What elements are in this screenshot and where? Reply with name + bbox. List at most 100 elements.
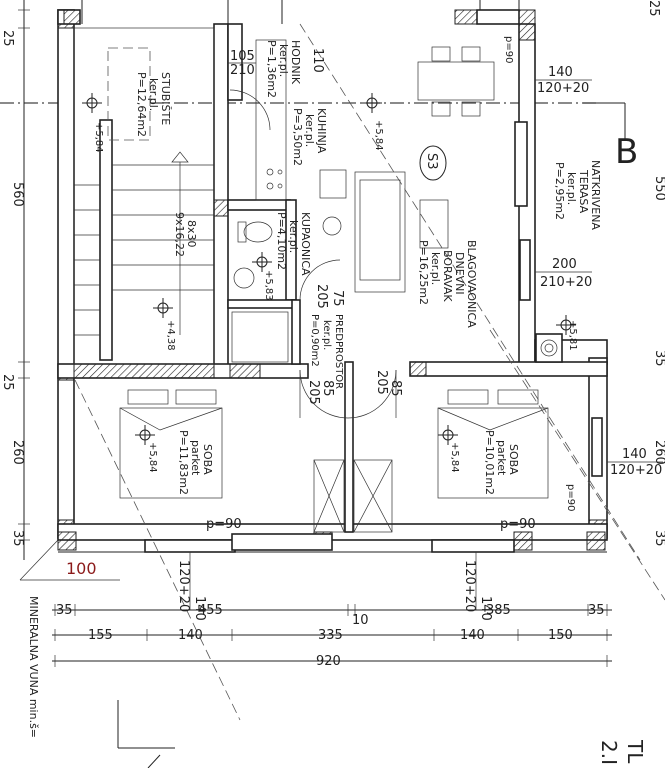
- bed: [437, 389, 549, 499]
- stair-treads: [74, 189, 214, 336]
- stair-spec-line: 8x30: [185, 220, 198, 248]
- left-dim: 560: [10, 182, 25, 207]
- door-width: 85: [320, 380, 335, 397]
- right-dimension-chain: 25 550 35 260 35: [646, 0, 665, 547]
- bottom-dim: 140: [178, 628, 203, 643]
- window-width: 140: [548, 65, 573, 80]
- bed: [119, 389, 223, 499]
- wardrobe: [313, 459, 393, 533]
- room-floor: ker.pl.: [277, 44, 290, 77]
- room-area: P=2,95m2: [553, 162, 566, 220]
- sill-height: p=90: [500, 517, 536, 532]
- title-fragment-1: TL: [623, 739, 647, 764]
- room-area: P=0,90m2: [309, 314, 320, 367]
- level-marker-icon: [556, 315, 576, 335]
- bottom-dimension-chain-2: 155 140 335 140 150: [52, 628, 612, 643]
- room-area: P=16,25m2: [417, 240, 430, 305]
- toilet-icon: [243, 221, 273, 243]
- room-name: KUHINJA: [315, 108, 328, 154]
- level-label: +5,81: [567, 320, 578, 351]
- bottom-dim: 35: [56, 603, 73, 618]
- insulation-note-text: MINERALNA VUNA min.š=: [27, 596, 40, 738]
- right-dim: 550: [652, 176, 665, 201]
- door-width: 85: [388, 380, 403, 397]
- interior-walls: [57, 23, 608, 533]
- room-floor: ker.pl.: [147, 78, 160, 111]
- room-label-terasa: NATKRIVENA TERASA ker.pl. P=2,95m2: [553, 160, 602, 230]
- room-name: NATKRIVENA: [589, 160, 602, 230]
- door-height: 205: [314, 284, 329, 309]
- bottom-dim: 10: [352, 613, 369, 628]
- level-label: +5,84: [449, 442, 460, 473]
- room-name: SOBA: [201, 444, 214, 475]
- bottom-dim: 335: [318, 628, 343, 643]
- dining-table: [417, 46, 495, 117]
- sofa: [354, 171, 449, 293]
- left-dim: 25: [0, 374, 15, 391]
- room-floor: ker.pl.: [429, 252, 442, 285]
- room-name-3: BORAVAK: [441, 250, 454, 302]
- opening-annotations: 105 210 110 p=90 140 120+20 200 210+20 7…: [176, 36, 663, 621]
- level-label: +5,83: [263, 270, 274, 301]
- window-height: 120+20: [462, 560, 477, 612]
- right-dim: 35: [652, 350, 665, 367]
- level-markers: [82, 93, 576, 445]
- bottom-dim: 140: [460, 628, 485, 643]
- room-name: KUPAONICA: [299, 212, 312, 276]
- sill-height: p=90: [206, 517, 242, 532]
- room-floor: ker.pl.: [321, 320, 332, 350]
- section-marker: B: [615, 132, 638, 172]
- door-width: 105: [230, 49, 255, 64]
- stove-icon: [266, 168, 274, 176]
- unit-tag-label: S3: [424, 153, 439, 170]
- door-height: 210: [230, 63, 255, 78]
- room-name-2: TERASA: [577, 169, 590, 214]
- left-dimension-chain: 25 560 25 260 35: [0, 0, 30, 560]
- bottom-dim: 455: [198, 603, 223, 618]
- window-height: 120+20: [537, 81, 589, 96]
- door-height: 205: [374, 370, 389, 395]
- room-area: P=1,36m2: [265, 40, 278, 98]
- room-area: P=4,10m2: [275, 212, 288, 270]
- level-label: +4,38: [165, 320, 176, 351]
- room-floor: ker.pl.: [565, 172, 578, 205]
- window-height: 120+20: [176, 560, 191, 612]
- room-label-soba2: SOBA parket P=10,01m2: [483, 430, 520, 495]
- room-label-stubiste: STUBIŠTE ker.pl. P=12,64m2: [135, 72, 172, 137]
- sill-height: p=90: [565, 484, 576, 511]
- room-label-kuhinja: KUHINJA ker.pl. P=3,50m2: [291, 108, 328, 166]
- room-floor: ker.pl.: [303, 114, 316, 147]
- staircase: [73, 27, 215, 365]
- level-marker-icon: [362, 93, 382, 113]
- bottom-dimension-chain-1: 35 455 10 385 35: [52, 603, 612, 628]
- door-width: 75: [330, 290, 345, 307]
- level-marker-icon: [135, 425, 155, 445]
- title-fragment: TL 2.I: [597, 739, 647, 765]
- boiler-icon: [322, 216, 342, 236]
- stair-spec: 8x30 9x16,22: [173, 212, 198, 257]
- bottom-dim: 385: [486, 603, 511, 618]
- left-dim: 260: [10, 440, 25, 465]
- level-marker-icon: [153, 298, 173, 318]
- insulation-note: MINERALNA VUNA min.š=: [27, 596, 175, 768]
- room-label-hodnik: HODNIK ker.pl. P=1,36m2: [265, 40, 302, 98]
- room-label-boravak: BLAGOVAONICA DNEVNI BORAVAK ker.pl. P=16…: [417, 240, 478, 328]
- window-height: 210+20: [540, 275, 592, 290]
- kitchen-counter: [255, 39, 347, 201]
- room-area: P=3,50m2: [291, 108, 304, 166]
- room-floor: parket: [495, 440, 508, 476]
- right-dim: 35: [652, 530, 665, 547]
- room-label-predprostor: PREDPROSTOR ker.pl. P=0,90m2: [309, 314, 344, 389]
- chimney-icon: [535, 333, 563, 363]
- room-area: P=12,64m2: [135, 72, 148, 137]
- right-dim: 25: [646, 0, 661, 17]
- room-name-2: DNEVNI: [453, 252, 466, 295]
- level-label: +5,84: [147, 442, 158, 473]
- bottom-dimension-total: 920: [52, 654, 612, 669]
- shower-tray: [231, 311, 289, 363]
- bathroom-fixtures: [231, 216, 342, 363]
- window-width: 140: [622, 447, 647, 462]
- kitchen-dim: 110: [310, 48, 325, 73]
- right-dim: 260: [652, 440, 665, 465]
